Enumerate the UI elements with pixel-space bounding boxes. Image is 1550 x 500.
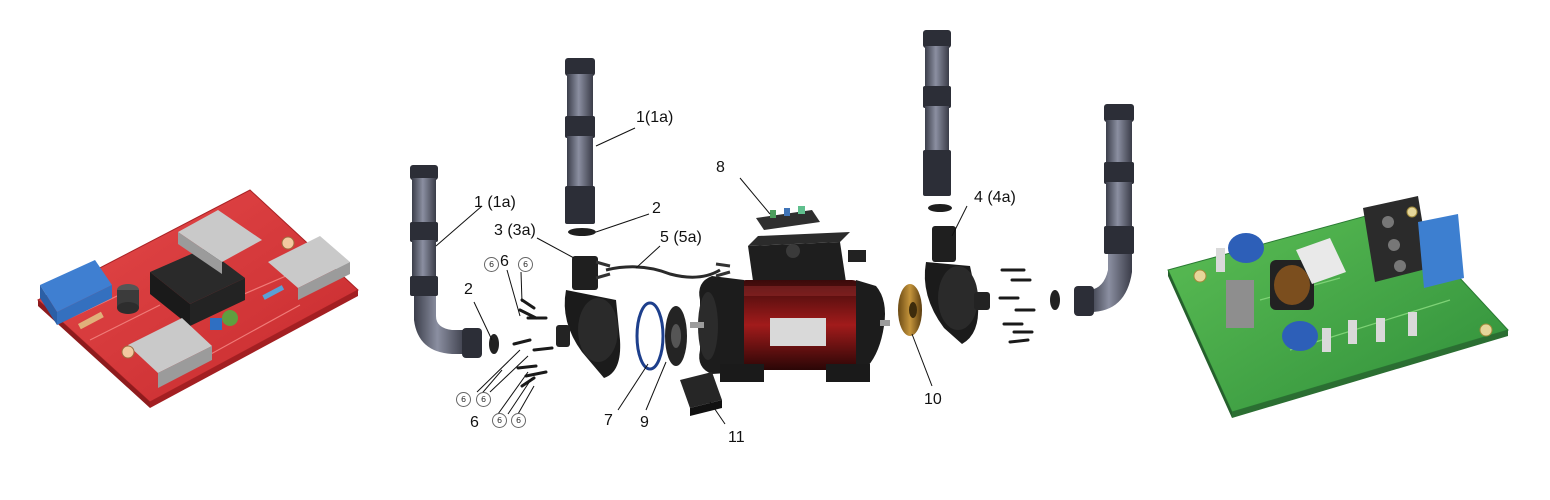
label-part-5: 5 (5a) bbox=[660, 229, 702, 246]
impeller-left bbox=[665, 306, 687, 366]
pump-head-left bbox=[556, 256, 621, 378]
label-part-1: 1 (1a) bbox=[474, 194, 516, 211]
label-part-11: 11 bbox=[728, 429, 745, 446]
label-part-7: 7 bbox=[604, 412, 613, 429]
callout-6: 6 bbox=[518, 257, 533, 272]
label-part-9: 9 bbox=[640, 414, 649, 431]
cable bbox=[595, 260, 731, 280]
pump-head-right bbox=[924, 226, 990, 344]
label-part-2-left: 2 bbox=[464, 281, 473, 298]
screws-left bbox=[512, 298, 554, 388]
label-part-2-top: 2 bbox=[652, 200, 661, 217]
callout-6: 6 bbox=[511, 413, 526, 428]
label-part-3: 3 (3a) bbox=[494, 222, 536, 239]
washer-right bbox=[1050, 290, 1060, 310]
screws-right bbox=[998, 268, 1036, 344]
washer-top-left bbox=[568, 228, 596, 236]
pipe-right-elbow bbox=[1074, 104, 1134, 316]
washer-top-right bbox=[928, 204, 952, 212]
motor bbox=[690, 232, 890, 382]
control-board-small bbox=[756, 206, 820, 230]
label-part-6-top: 6 bbox=[500, 253, 509, 270]
pipe-center-left bbox=[565, 58, 595, 224]
pipe-center-right bbox=[923, 30, 951, 196]
label-part-8: 8 bbox=[716, 159, 725, 176]
callout-6: 6 bbox=[492, 413, 507, 428]
label-part-4: 4 (4a) bbox=[974, 189, 1016, 206]
callout-6: 6 bbox=[484, 257, 499, 272]
pipe-left-elbow bbox=[410, 165, 482, 358]
label-part-1-center: 1(1a) bbox=[636, 109, 674, 126]
o-ring bbox=[635, 301, 665, 371]
impeller-right bbox=[898, 284, 922, 336]
label-part-6-bottom: 6 bbox=[470, 414, 479, 431]
callout-6: 6 bbox=[476, 392, 491, 407]
brush-block bbox=[680, 372, 722, 416]
callout-6: 6 bbox=[456, 392, 471, 407]
label-part-10: 10 bbox=[924, 391, 942, 408]
leader-lines bbox=[435, 127, 968, 425]
right-green-pcb bbox=[1167, 196, 1509, 418]
left-red-pcb bbox=[37, 189, 359, 408]
